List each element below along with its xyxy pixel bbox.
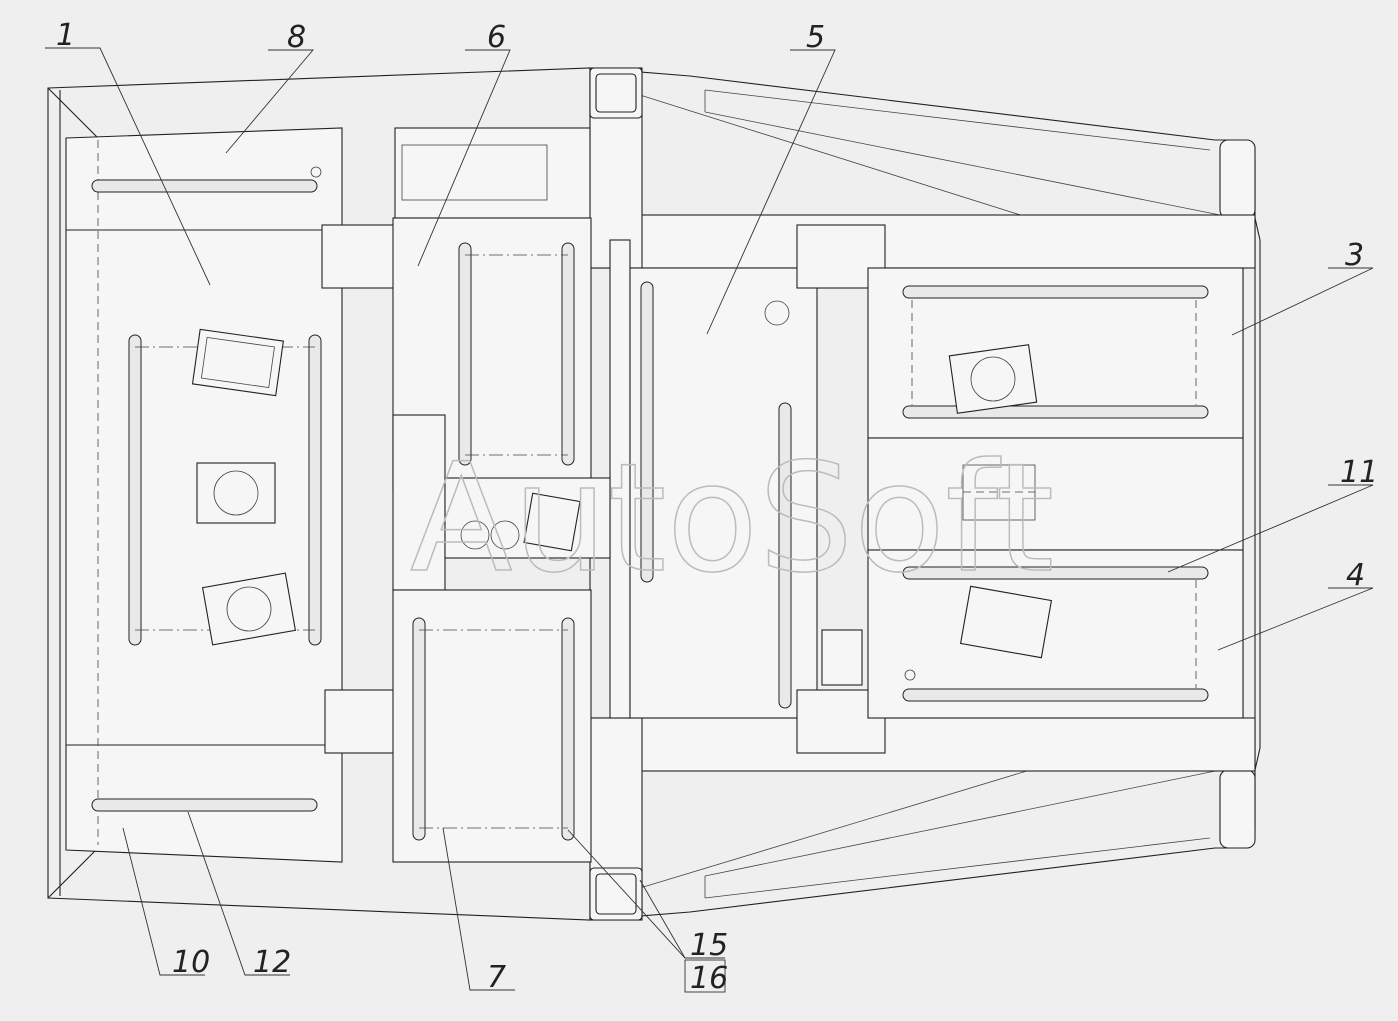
callout-leaders [45,47,1374,993]
watermark-text: AutoSoft [410,432,1054,606]
callout-4: 4 [1346,558,1365,593]
frame-outline [47,67,1261,921]
panel-3 [867,267,1244,439]
callout-5: 5 [806,20,825,55]
callout-1: 1 [56,18,75,53]
callout-16: 16 [690,961,728,996]
panel-center-link [392,414,611,591]
callout-12: 12 [253,945,291,980]
callout-8: 8 [287,20,306,55]
panel-4 [867,549,1244,719]
callout-7: 7 [487,960,506,995]
callout-15: 15 [690,928,728,963]
panel-7 [392,589,592,863]
callout-labels: 1 8 6 5 3 11 4 10 12 7 15 16 [56,18,1378,996]
callout-3: 3 [1345,238,1364,273]
callout-10: 10 [172,945,210,980]
panel-11 [867,437,1244,551]
panel-1 [65,127,343,863]
callout-11: 11 [1340,455,1378,490]
callout-6: 6 [487,20,506,55]
cross-members [589,67,1256,921]
